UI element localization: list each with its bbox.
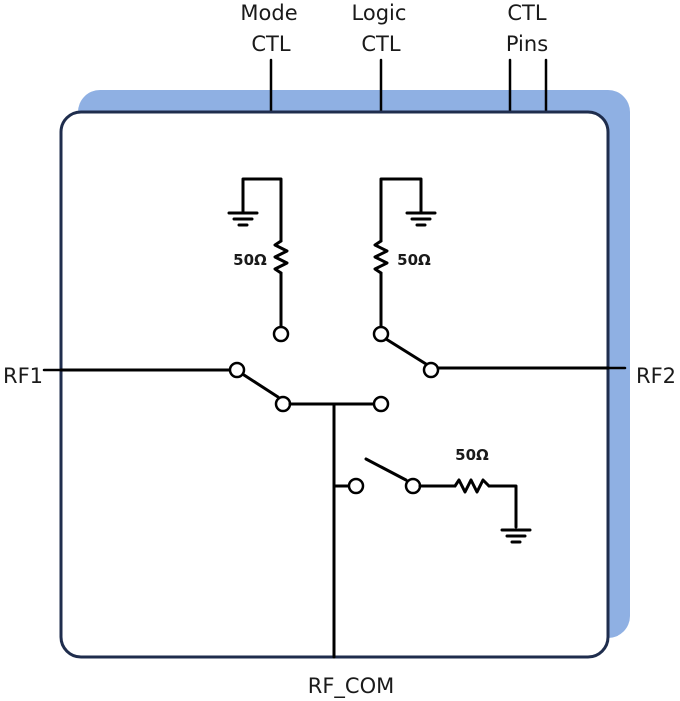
- ground-icon: [405, 206, 437, 227]
- rf2-label: RF2: [636, 364, 676, 388]
- logic-ctl-label-line2: CTL: [361, 32, 400, 56]
- mode-ctl-label-line2: CTL: [251, 32, 290, 56]
- rf2-switch-node: [422, 361, 440, 379]
- rf2-switch-arm: [384, 337, 428, 366]
- left-shunt-node: [272, 325, 290, 343]
- terminator-left-node: [347, 477, 365, 495]
- ground-icon: [227, 206, 259, 227]
- terminator-resistor: [453, 478, 491, 494]
- ground-icon: [500, 528, 532, 544]
- right-resistor-value: 50Ω: [397, 251, 431, 269]
- right-shunt-top-wire: [379, 177, 423, 243]
- logic-ctl-label-line1: Logic: [352, 1, 407, 25]
- ctl-pins-label-line2: Pins: [506, 32, 548, 56]
- rf-com-label: RF_COM: [308, 674, 394, 699]
- ctl-pins-label-line1: CTL: [507, 1, 546, 25]
- terminator-ground-wire: [487, 484, 518, 529]
- rf1-label: RF1: [3, 364, 43, 388]
- left-shunt-top-wire: [241, 177, 283, 243]
- rf1-switch-arm: [242, 373, 280, 399]
- right-shunt-resistor: [373, 239, 389, 275]
- terminator-right-node: [404, 477, 422, 495]
- common-bus-end-node: [372, 395, 390, 413]
- left-resistor-value: 50Ω: [233, 251, 267, 269]
- terminator-resistor-value: 50Ω: [455, 446, 489, 464]
- rf1-common-node: [274, 395, 292, 413]
- right-shunt-node: [372, 325, 390, 343]
- rf1-switch-node: [228, 361, 246, 379]
- left-shunt-resistor: [273, 239, 289, 275]
- mode-ctl-label-line1: Mode: [240, 1, 297, 25]
- terminator-switch-arm: [364, 457, 408, 482]
